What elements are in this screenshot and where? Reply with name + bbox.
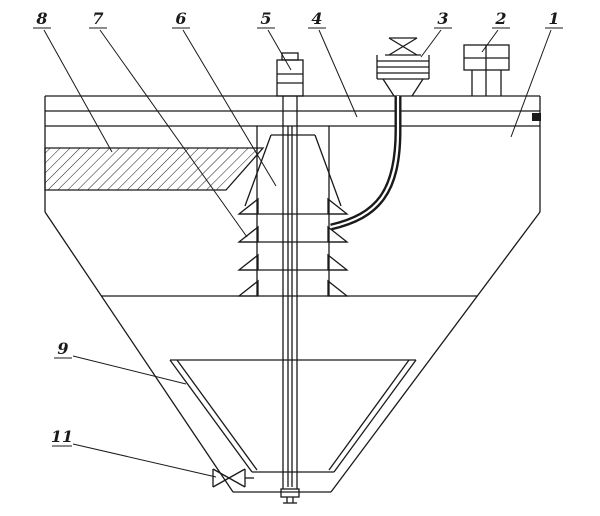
callout-5: 5 (257, 9, 292, 71)
callout-label-5: 5 (260, 9, 271, 28)
cone-left-wall (44, 211, 234, 493)
drive-skirt-left (382, 78, 395, 97)
shaft-top-housing (276, 59, 304, 97)
leader-line (43, 29, 113, 153)
callout-3: 3 (420, 9, 452, 58)
callout-6: 6 (172, 9, 277, 187)
deflector-row (237, 253, 349, 271)
inner-cone-left-outer (169, 359, 253, 473)
shaft-top-cap (281, 52, 299, 61)
hatched-plate-area (44, 147, 265, 191)
callouts: 1 2 3 4 5 6 7 (33, 9, 563, 478)
callout-label-7: 7 (92, 9, 103, 28)
callout-label-3: 3 (437, 9, 448, 28)
callout-8: 8 (33, 9, 113, 153)
valve-bowtie-line (212, 468, 246, 488)
discharge-valve (212, 468, 254, 488)
deflector-left-cone (237, 279, 259, 297)
drive-skirt-right (411, 78, 424, 97)
tank-deck (45, 95, 541, 127)
inner-cone-right-outer (333, 359, 417, 473)
feed-pipe-outer (330, 96, 402, 231)
leader-line (99, 29, 248, 238)
drive-unit (376, 37, 430, 97)
callout-1: 1 (510, 9, 563, 138)
cone-deflectors (237, 197, 349, 297)
callout-2: 2 (481, 9, 510, 53)
feed-pipe-bore (330, 96, 400, 229)
tank-shell (44, 96, 541, 493)
drawing-linework (44, 37, 541, 504)
deck-fitting (532, 113, 541, 121)
leader-line (72, 443, 217, 478)
callout-label-9: 9 (57, 339, 68, 358)
leader-line (318, 29, 358, 118)
feed-pipe (330, 96, 402, 231)
deflector-row (237, 279, 349, 297)
callout-11: 11 (51, 427, 217, 478)
feedwell-column (244, 126, 342, 296)
leader-line (420, 29, 442, 58)
deflector-row (237, 197, 349, 215)
cone-right-wall (330, 211, 541, 493)
callout-label-11: 11 (51, 427, 73, 446)
feed-box (463, 44, 510, 96)
leader-line (267, 29, 292, 71)
callout-label-4: 4 (311, 9, 322, 28)
deflector-left-cone (237, 197, 259, 215)
inner-cone-left-inner (176, 359, 258, 471)
drive-x-brace (388, 37, 418, 56)
deflector-row (237, 225, 349, 243)
deflector-left-cone (237, 225, 259, 243)
callout-label-2: 2 (494, 9, 506, 28)
leader-line (182, 29, 277, 187)
callout-label-8: 8 (35, 9, 47, 28)
callout-label-6: 6 (175, 9, 186, 28)
callout-label-1: 1 (548, 9, 559, 28)
callout-9: 9 (54, 339, 187, 385)
inclined-plate-pack (44, 147, 265, 191)
deflector-right-cone (327, 253, 349, 271)
deflector-right-cone (327, 225, 349, 243)
funnel-left-wall (244, 134, 272, 207)
leader-line (510, 29, 552, 138)
central-shaft (276, 52, 304, 504)
leader-line (72, 355, 187, 385)
deflector-right-cone (327, 279, 349, 297)
callout-4: 4 (308, 9, 358, 118)
inner-cone-right-inner (328, 359, 410, 471)
deflector-left-cone (237, 253, 259, 271)
funnel-right-wall (314, 134, 342, 207)
shaft-bottom-foot (280, 488, 300, 498)
inner-cone (169, 359, 417, 473)
callout-7: 7 (89, 9, 248, 238)
deflector-right-cone (327, 197, 349, 215)
leader-line (481, 29, 499, 53)
